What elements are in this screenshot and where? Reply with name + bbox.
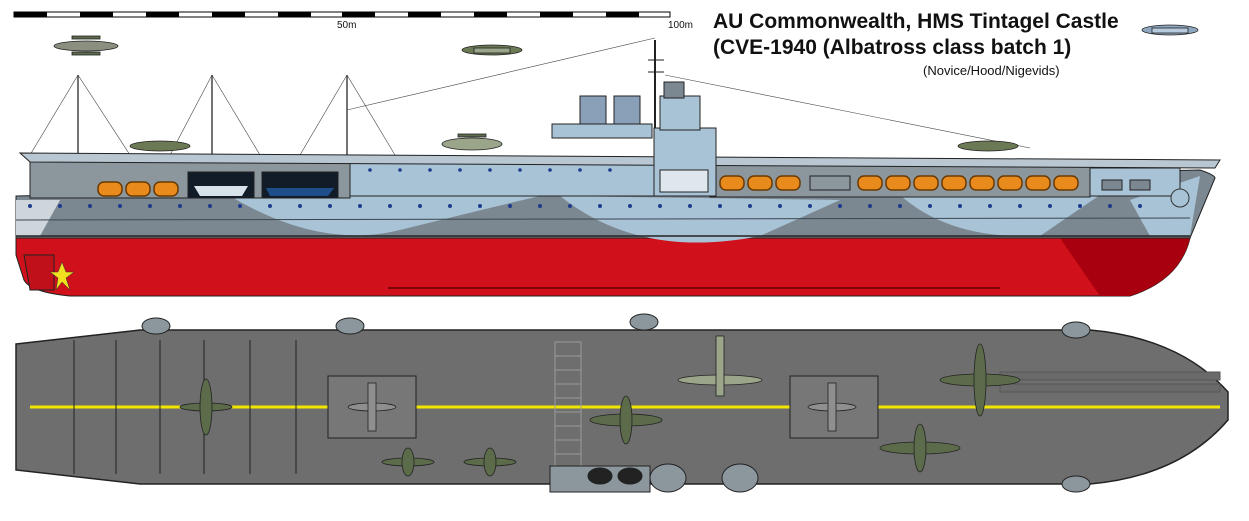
portholes (28, 168, 1142, 208)
arrester-wires (73, 340, 297, 474)
scale-bar (13, 11, 671, 18)
ship-designation: (CVE-1940 (Albatross class batch 1) (713, 36, 1072, 59)
deck-masts (29, 37, 1031, 156)
scale-label-mid: 50m (337, 20, 357, 31)
side-profile (15, 37, 1221, 297)
lifeboats-aft (97, 181, 179, 197)
sponsons (141, 313, 1091, 493)
island (551, 40, 717, 197)
lifeboats-fwd (719, 175, 1079, 191)
propeller (49, 261, 75, 291)
rudder (23, 254, 55, 291)
plane-icon (53, 24, 1199, 477)
credits: (Novice/Hood/Nigevids) (923, 63, 1060, 78)
flight-deck-edge (18, 152, 1221, 169)
scale-label-end: 100m (668, 20, 694, 31)
ship-title: AU Commonwealth, HMS Tintagel Castle (713, 10, 1119, 33)
